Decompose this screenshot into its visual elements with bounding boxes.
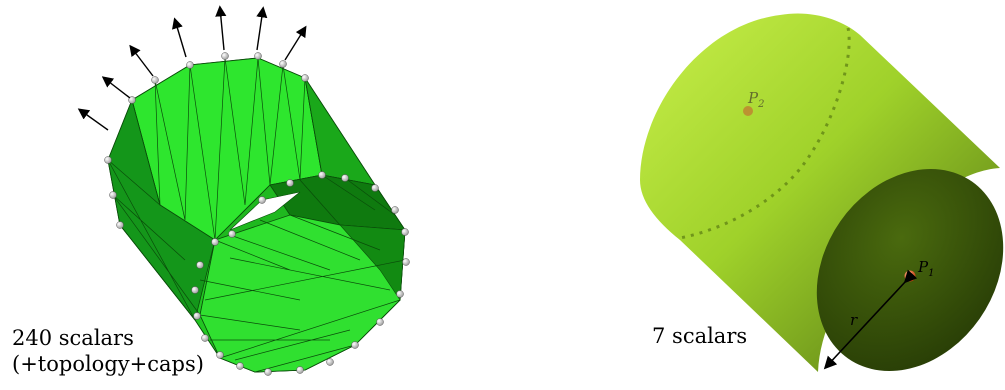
vertex-sphere — [105, 157, 112, 164]
vertex-sphere — [372, 185, 379, 192]
vertex-sphere — [327, 359, 334, 366]
vertex-sphere — [222, 53, 229, 60]
normal-arrow-icon — [285, 28, 305, 60]
vertex-sphere — [397, 291, 404, 298]
point-p2-marker — [743, 106, 753, 116]
normal-arrow-icon — [257, 9, 263, 50]
vertex-sphere — [255, 53, 262, 60]
vertex-sphere — [117, 222, 124, 229]
vertex-sphere — [319, 172, 326, 179]
vertex-sphere — [187, 62, 194, 69]
vertex-sphere — [229, 231, 236, 238]
vertex-sphere — [377, 319, 384, 326]
vertex-sphere — [342, 175, 349, 182]
vertex-sphere — [402, 229, 409, 236]
vertex-sphere — [202, 335, 209, 342]
vertex-sphere — [392, 207, 399, 214]
normal-arrow-icon — [80, 110, 108, 130]
radius-label: r — [850, 311, 858, 329]
vertex-sphere — [352, 342, 359, 349]
normal-arrow-icon — [131, 47, 153, 76]
vertex-sphere — [265, 369, 272, 376]
param-caption-scalars: 7 scalars — [652, 324, 747, 348]
vertex-sphere — [403, 259, 410, 266]
vertex-sphere — [194, 313, 201, 320]
vertex-sphere — [192, 287, 199, 294]
normal-arrow-icon — [104, 78, 130, 98]
vertex-sphere — [152, 77, 159, 84]
vertex-sphere — [287, 180, 294, 187]
vertex-sphere — [217, 352, 224, 359]
mesh-caption-scalars: 240 scalars — [12, 326, 134, 350]
vertex-sphere — [237, 363, 244, 370]
point-p1-marker — [905, 271, 916, 282]
vertex-sphere — [197, 262, 204, 269]
normal-arrow-icon — [175, 20, 186, 57]
normal-arrow-icon — [220, 8, 224, 50]
vertex-sphere — [259, 197, 266, 204]
mesh-caption-topology: (+topology+caps) — [12, 352, 204, 376]
vertex-sphere — [212, 239, 219, 246]
vertex-sphere — [297, 367, 304, 374]
vertex-sphere — [280, 61, 287, 68]
mesh-cylinder — [80, 8, 410, 376]
vertex-sphere — [302, 75, 309, 82]
vertex-sphere — [110, 192, 117, 199]
